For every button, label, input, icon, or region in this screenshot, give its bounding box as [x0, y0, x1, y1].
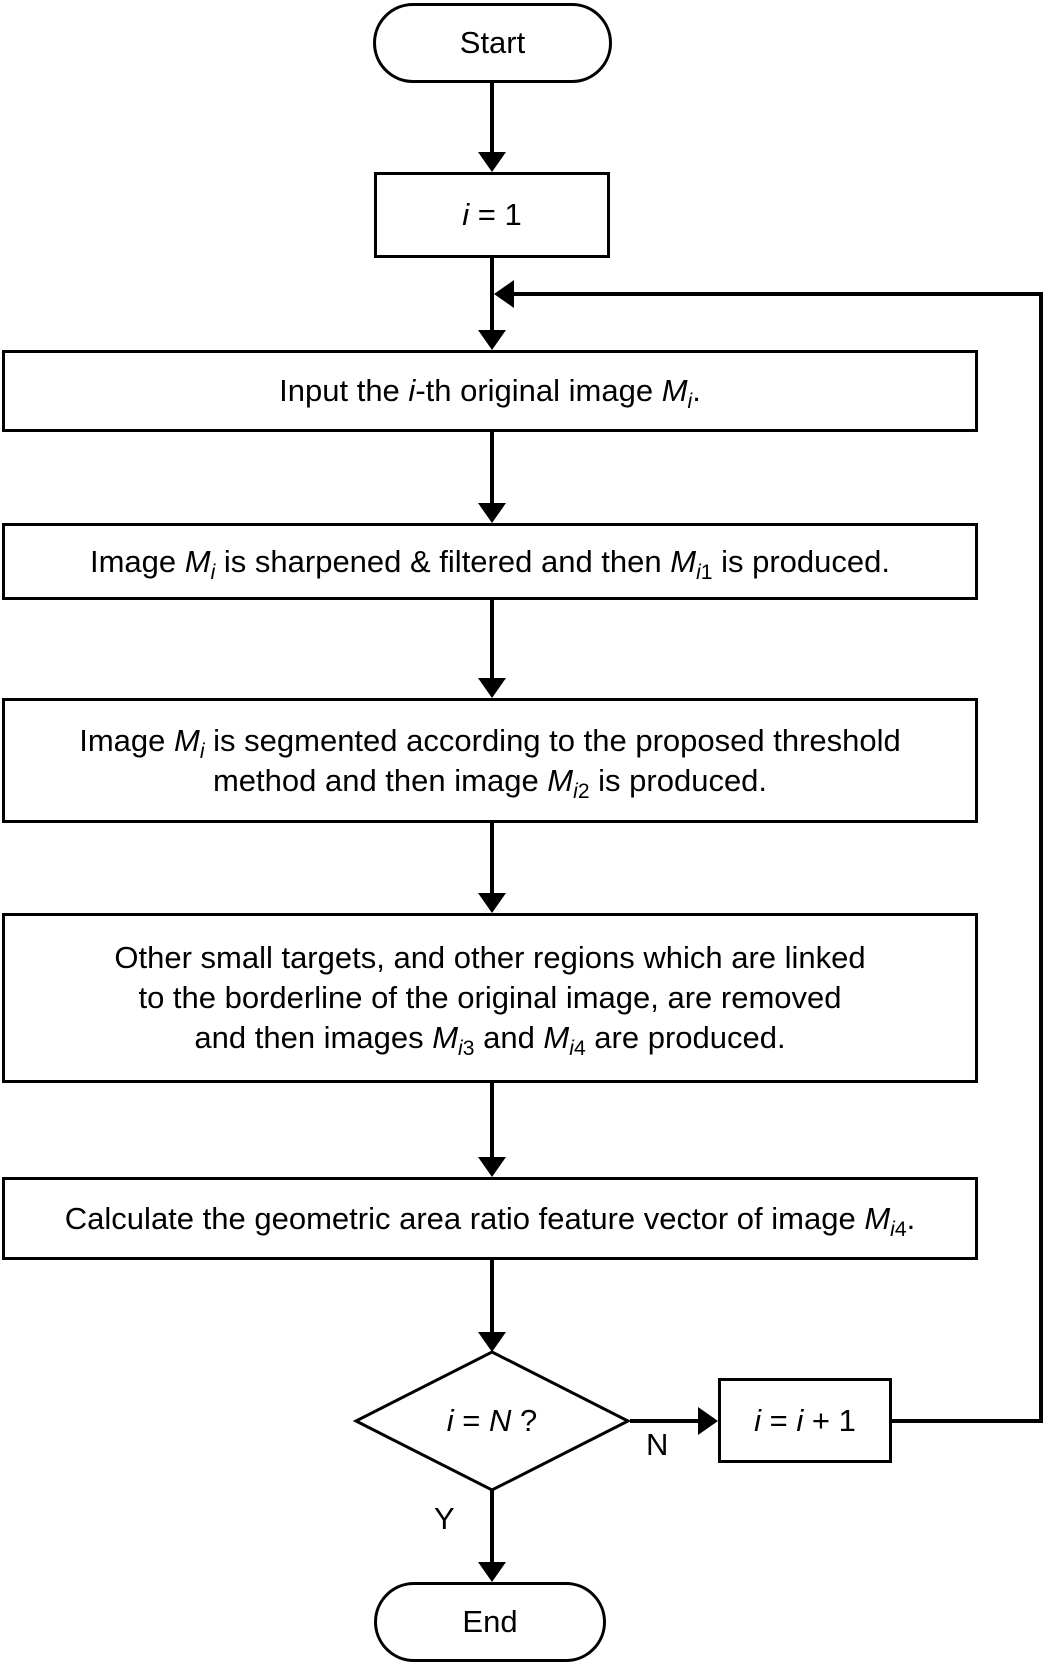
arrowhead-left-icon — [494, 280, 514, 308]
feedback-bottom-line — [892, 1419, 1043, 1423]
arrow-line-decision-increment — [630, 1419, 700, 1423]
arrowhead-down-icon — [478, 893, 506, 913]
calc-feature-node: Calculate the geometric area ratio featu… — [2, 1177, 978, 1260]
input-image-node: Input the i-th original image Mi. — [2, 350, 978, 432]
start-node: Start — [373, 3, 612, 83]
sharpen-filter-node: Image Mi is sharpened & filtered and the… — [2, 523, 978, 600]
edge-label-yes: Y — [434, 1501, 455, 1536]
arrow-line-segment-remove — [490, 823, 494, 895]
arrowhead-down-icon — [478, 1332, 506, 1352]
arrowhead-down-icon — [478, 503, 506, 523]
arrow-line-start-init — [490, 83, 494, 154]
decision-node: i = N ? — [352, 1348, 632, 1494]
segment-node: Image Mi is segmented according to the p… — [2, 698, 978, 823]
arrow-line-calc-decision — [490, 1260, 494, 1334]
increment-node: i = i + 1 — [718, 1378, 892, 1463]
arrow-line-decision-end — [490, 1490, 494, 1564]
decision-label: i = N ? — [446, 1403, 538, 1438]
feedback-top-line — [514, 292, 1043, 296]
arrow-line-input-sharpen — [490, 432, 494, 505]
edge-label-no: N — [646, 1427, 669, 1462]
arrowhead-down-icon — [478, 330, 506, 350]
remove-targets-node: Other small targets, and other regions w… — [2, 913, 978, 1083]
arrowhead-down-icon — [478, 1562, 506, 1582]
end-node: End — [374, 1582, 606, 1662]
init-node: i = 1 — [374, 172, 610, 258]
arrow-line-sharpen-segment — [490, 600, 494, 680]
arrow-line-remove-calc — [490, 1083, 494, 1159]
arrowhead-down-icon — [478, 678, 506, 698]
arrowhead-down-icon — [478, 152, 506, 172]
arrowhead-down-icon — [478, 1157, 506, 1177]
arrowhead-right-icon — [698, 1407, 718, 1435]
arrow-line-init-input — [490, 258, 494, 332]
feedback-right-line — [1039, 292, 1043, 1423]
